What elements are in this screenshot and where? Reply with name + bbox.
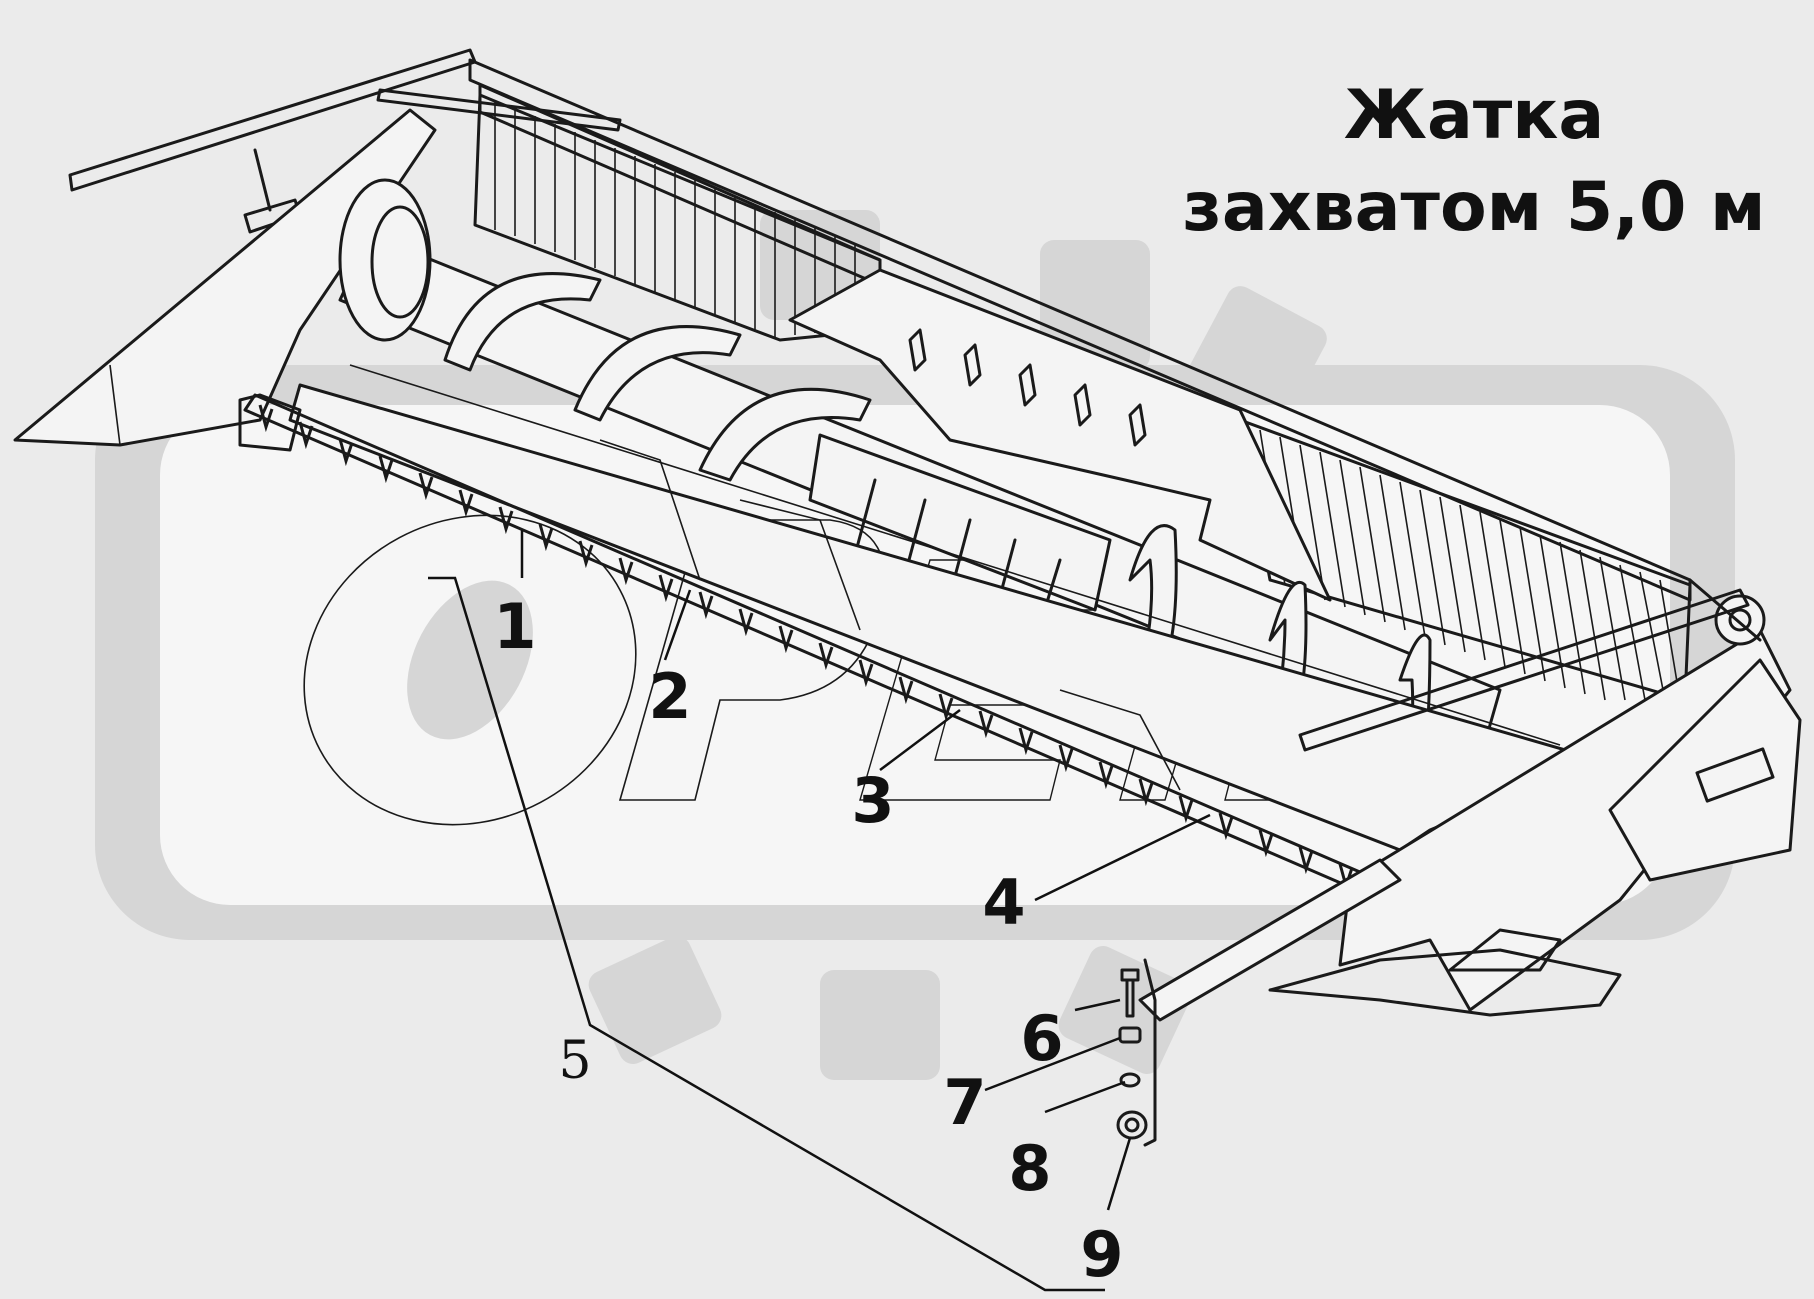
right-side-plate <box>1338 628 1792 1012</box>
finger-mechanism <box>808 433 1112 612</box>
callout-labels: 1 2 3 4 5 6 7 8 9 <box>493 590 1123 1291</box>
leader-7 <box>984 1036 1121 1092</box>
nut-icon <box>1118 1026 1142 1044</box>
washer-icon <box>1119 1072 1141 1088</box>
auger-end-disc <box>338 178 432 342</box>
callout-6: 6 <box>1020 1002 1063 1075</box>
leader-8 <box>1044 1080 1126 1114</box>
title-line-1: Жатка <box>1344 76 1605 155</box>
left-skid-shoe <box>238 393 302 452</box>
callout-2: 2 <box>648 660 691 733</box>
lower-side-strip <box>1138 858 1402 1022</box>
callout-1: 1 <box>493 590 536 663</box>
leader-9 <box>1106 1137 1132 1211</box>
callout-4: 4 <box>982 866 1025 939</box>
leader-3 <box>879 709 961 771</box>
callout-7: 7 <box>943 1066 986 1139</box>
hardware-items <box>1116 968 1148 1140</box>
right-reel-arm <box>1298 588 1750 752</box>
hopper-slots <box>908 328 1147 447</box>
knife-guards <box>258 404 1354 892</box>
leader-4 <box>1034 813 1211 902</box>
leader-6 <box>1074 998 1121 1012</box>
bolt-icon <box>1120 968 1140 1018</box>
leader-2 <box>663 589 692 661</box>
leader-5 <box>428 576 1105 1292</box>
header-drawing <box>13 48 1802 1147</box>
callout-5: 5 <box>558 1031 591 1091</box>
mounting-bracket <box>1143 958 1157 1147</box>
right-skid-shoe <box>1268 948 1622 1017</box>
bushing-icon <box>1116 1110 1148 1140</box>
leader-lines <box>428 530 1211 1292</box>
callout-8: 8 <box>1008 1132 1051 1205</box>
watermark-letter-o <box>303 514 637 826</box>
callout-3: 3 <box>851 764 894 837</box>
title-line-2: захватом 5,0 м <box>1182 168 1765 247</box>
diagram-title: Жатка захватом 5,0 м <box>1182 76 1765 247</box>
callout-9: 9 <box>1080 1218 1123 1291</box>
